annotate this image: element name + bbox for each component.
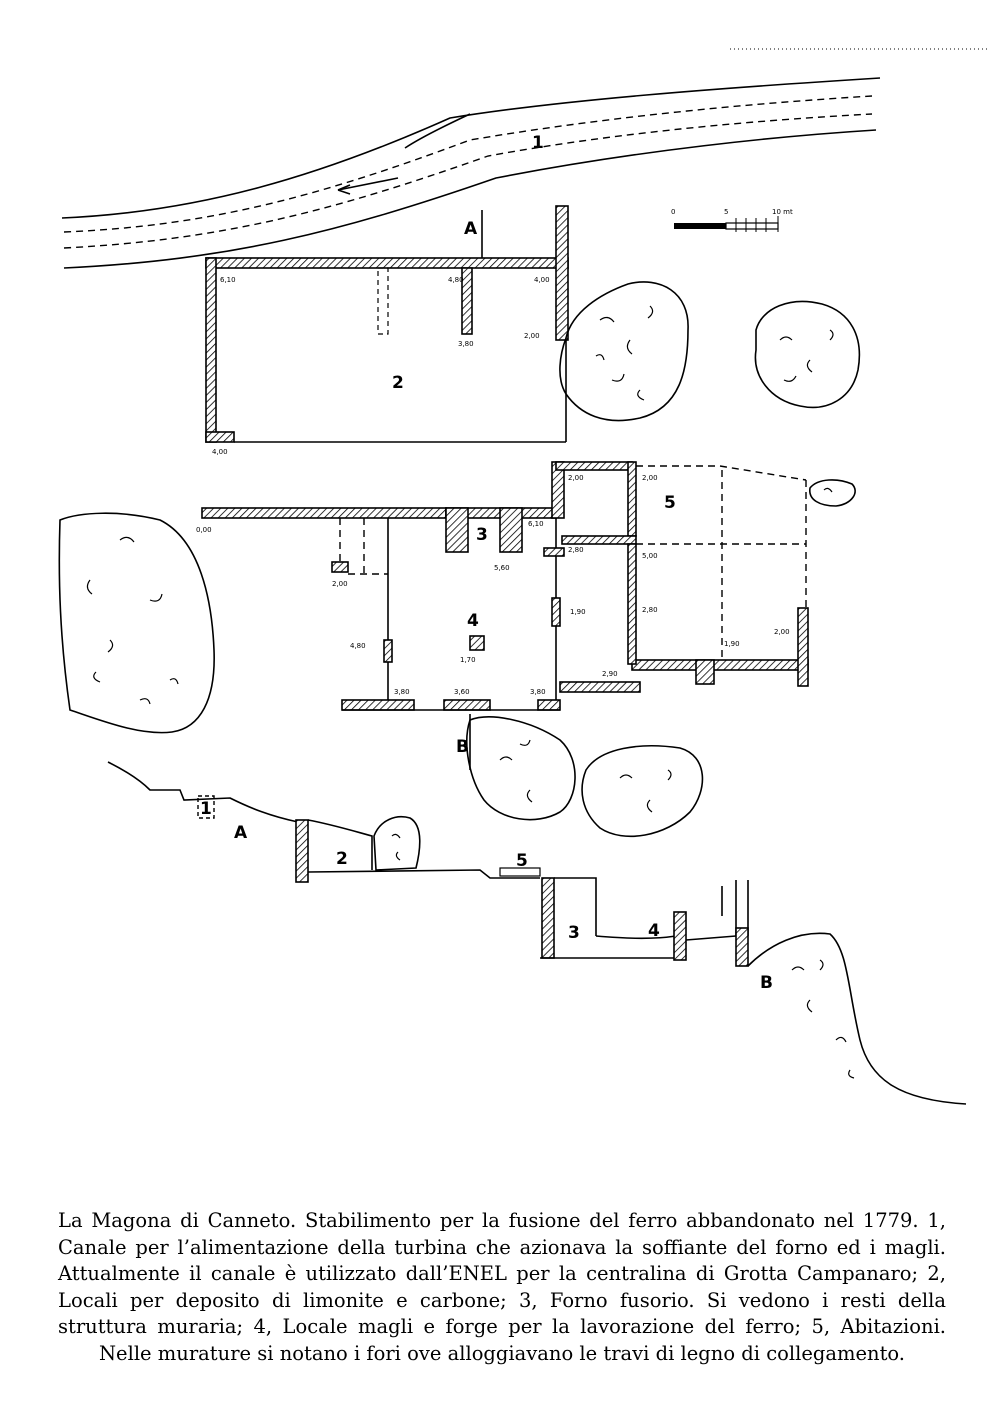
- dim-label: 2,90: [602, 670, 618, 678]
- dim-label: 3,80: [458, 340, 474, 348]
- dim-label: 0,00: [196, 526, 212, 534]
- dim-label: 2,80: [568, 546, 584, 554]
- dim-label: 1,90: [570, 608, 586, 616]
- dim-label: 2,00: [568, 474, 584, 482]
- complex-plan: [201, 461, 809, 711]
- dim-label: 4,80: [448, 276, 464, 284]
- section-1-label: 1: [200, 799, 212, 819]
- rock-outcrop: [581, 745, 704, 838]
- dim-label: 2,00: [774, 628, 790, 636]
- scale-zero: 0: [671, 208, 675, 216]
- section-b-label: B: [456, 737, 469, 757]
- canal-feature: [61, 77, 881, 269]
- scale-five: 5: [724, 208, 728, 216]
- forge-room-label: 4: [467, 611, 479, 631]
- site-plan-and-section: 1 A 0 5 10 mt 2 6,10 4,80 4,00 3,80 2,00…: [58, 48, 989, 1105]
- dim-label: 2,00: [642, 474, 658, 482]
- section-a-label: A: [464, 219, 478, 239]
- dim-label: 6,10: [528, 520, 544, 528]
- section-b-mark: B: [760, 973, 773, 993]
- section-a-mark: A: [234, 823, 248, 843]
- dim-label: 3,80: [394, 688, 410, 696]
- dim-label: 4,00: [212, 448, 228, 456]
- building-2-plan: [205, 205, 569, 443]
- section-profile: [107, 761, 967, 1105]
- rock-outcrop: [559, 281, 689, 422]
- rock-outcrop: [466, 716, 576, 821]
- dim-label: 5,00: [642, 552, 658, 560]
- section-2-label: 2: [336, 849, 348, 869]
- complex-dashed-outlines: [339, 465, 807, 660]
- section-3-label: 3: [568, 923, 580, 943]
- section-5-label: 5: [516, 851, 528, 871]
- dim-label: 4,00: [534, 276, 550, 284]
- dim-label: 3,60: [454, 688, 470, 696]
- dim-label: 2,00: [524, 332, 540, 340]
- houses-label: 5: [664, 493, 676, 513]
- section-4-label: 4: [648, 921, 660, 941]
- figure-caption: La Magona di Canneto. Stabilimento per l…: [58, 1209, 946, 1365]
- room-2-label: 2: [392, 373, 404, 393]
- rock-outcrop: [58, 512, 215, 734]
- rock-outcrop: [754, 300, 861, 409]
- dim-label: 2,00: [332, 580, 348, 588]
- dim-label: 4,80: [350, 642, 366, 650]
- scale-ten: 10 mt: [772, 208, 793, 216]
- dim-label: 6,10: [220, 276, 236, 284]
- dim-label: 1,70: [460, 656, 476, 664]
- rock-outcrop: [809, 479, 856, 507]
- dim-label: 5,60: [494, 564, 510, 572]
- canal-number-label: 1: [532, 133, 544, 153]
- furnace-label: 3: [476, 525, 488, 545]
- dim-label: 2,80: [642, 606, 658, 614]
- scale-bar: [674, 216, 779, 232]
- dim-label: 1,90: [724, 640, 740, 648]
- dim-label: 3,80: [530, 688, 546, 696]
